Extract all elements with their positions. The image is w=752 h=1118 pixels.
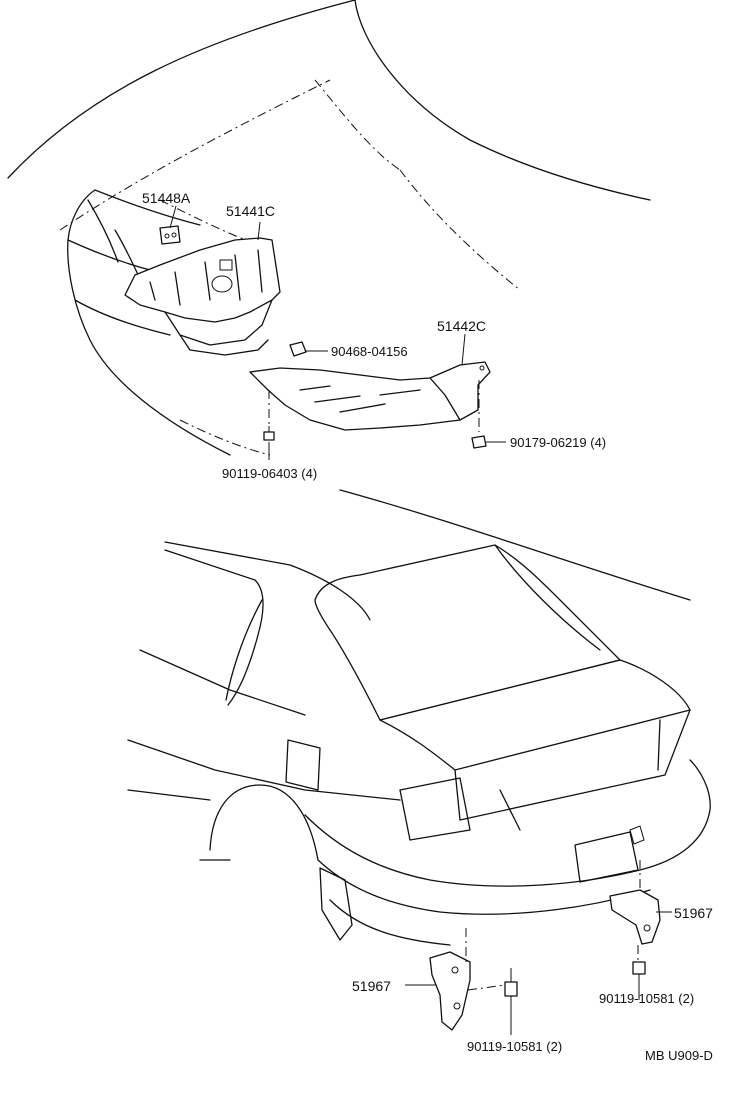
label-90179-06219: 90179-06219 (4) <box>510 435 606 450</box>
label-90119-10581-left: 90119-10581 (2) <box>467 1039 562 1054</box>
label-51442c: 51442C <box>437 318 486 334</box>
rear-car-outline <box>127 489 711 946</box>
fastener-90119-06403 <box>263 390 275 441</box>
fastener-90119-10581-left <box>504 968 518 1035</box>
label-51441c: 51441C <box>226 203 275 219</box>
label-51967-left: 51967 <box>352 978 391 994</box>
fastener-90179-06219 <box>471 380 487 449</box>
part-90468-clip <box>289 341 307 357</box>
fastener-90119-10581-right <box>632 961 646 990</box>
front-car-outline <box>7 0 651 456</box>
part-51441c-under-cover <box>124 237 281 356</box>
label-51967-right: 51967 <box>674 905 713 921</box>
label-ref-code: MB U909-D <box>645 1048 713 1063</box>
part-51967-right-bracket <box>609 860 661 960</box>
label-90468-04156: 90468-04156 <box>331 344 408 359</box>
leaders-top <box>169 205 506 460</box>
leaders-bottom <box>405 911 672 1000</box>
part-51442c-cover <box>249 361 491 431</box>
label-90119-06403: 90119-06403 (4) <box>222 466 317 481</box>
part-51448a-bracket <box>159 225 181 245</box>
label-51448a: 51448A <box>142 190 191 206</box>
part-51967-left-bracket <box>429 928 506 1031</box>
label-90119-10581-right: 90119-10581 (2) <box>599 991 694 1006</box>
